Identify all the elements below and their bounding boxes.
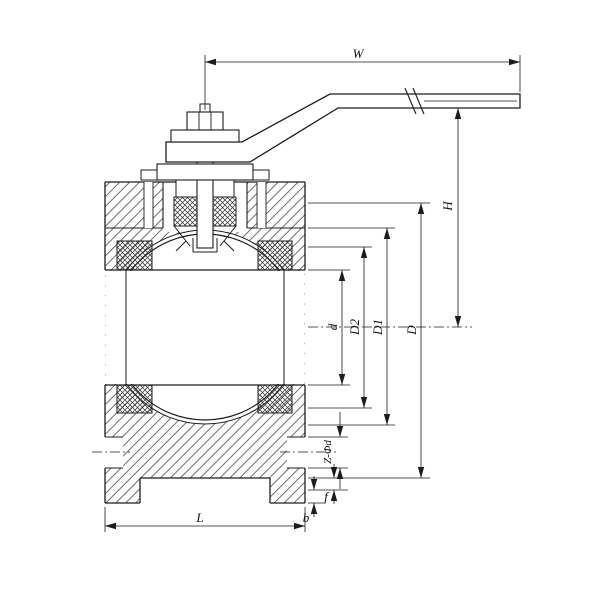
packing-left: [173, 196, 198, 227]
dim-label-zd: Z-Φd: [322, 440, 334, 464]
bolt-hole-right: [287, 437, 305, 468]
packing-right: [212, 196, 237, 227]
dim-label-h: H: [440, 201, 455, 212]
gland-packing: [173, 179, 237, 247]
gland-bolt-left: [140, 169, 158, 181]
dim-label-b: b: [303, 510, 310, 525]
dim-label-d1: D1: [370, 319, 385, 336]
dimension-annotations: [104, 55, 521, 532]
handle-lever: [165, 93, 521, 163]
seat-bottom-right: [257, 384, 293, 414]
handle-break-mark: [404, 87, 425, 115]
valve-seats: [116, 240, 293, 414]
dim-label-l: L: [195, 510, 203, 525]
seat-top-right: [257, 240, 293, 271]
seat-bottom-left: [116, 384, 153, 414]
washer: [170, 129, 240, 143]
dim-label-D: D: [404, 325, 419, 336]
gland-bolt-right: [252, 169, 270, 181]
stem-fasteners: [140, 103, 270, 181]
dim-label-d2: D2: [347, 319, 362, 336]
bolt-hole-left: [105, 437, 123, 468]
cap-bolts: [143, 182, 267, 228]
gland-plate: [156, 163, 254, 181]
dim-label-f: f: [324, 489, 330, 504]
dim-label-d: d: [325, 323, 340, 330]
dimension-labels: W H d D2 D1 D Z-Φd f b L: [195, 46, 455, 525]
seat-top-left: [116, 240, 153, 271]
valve-handle: [165, 87, 521, 163]
bore-opening: [105, 271, 305, 384]
dim-label-w: W: [353, 46, 365, 61]
stem-nut: [186, 111, 224, 131]
